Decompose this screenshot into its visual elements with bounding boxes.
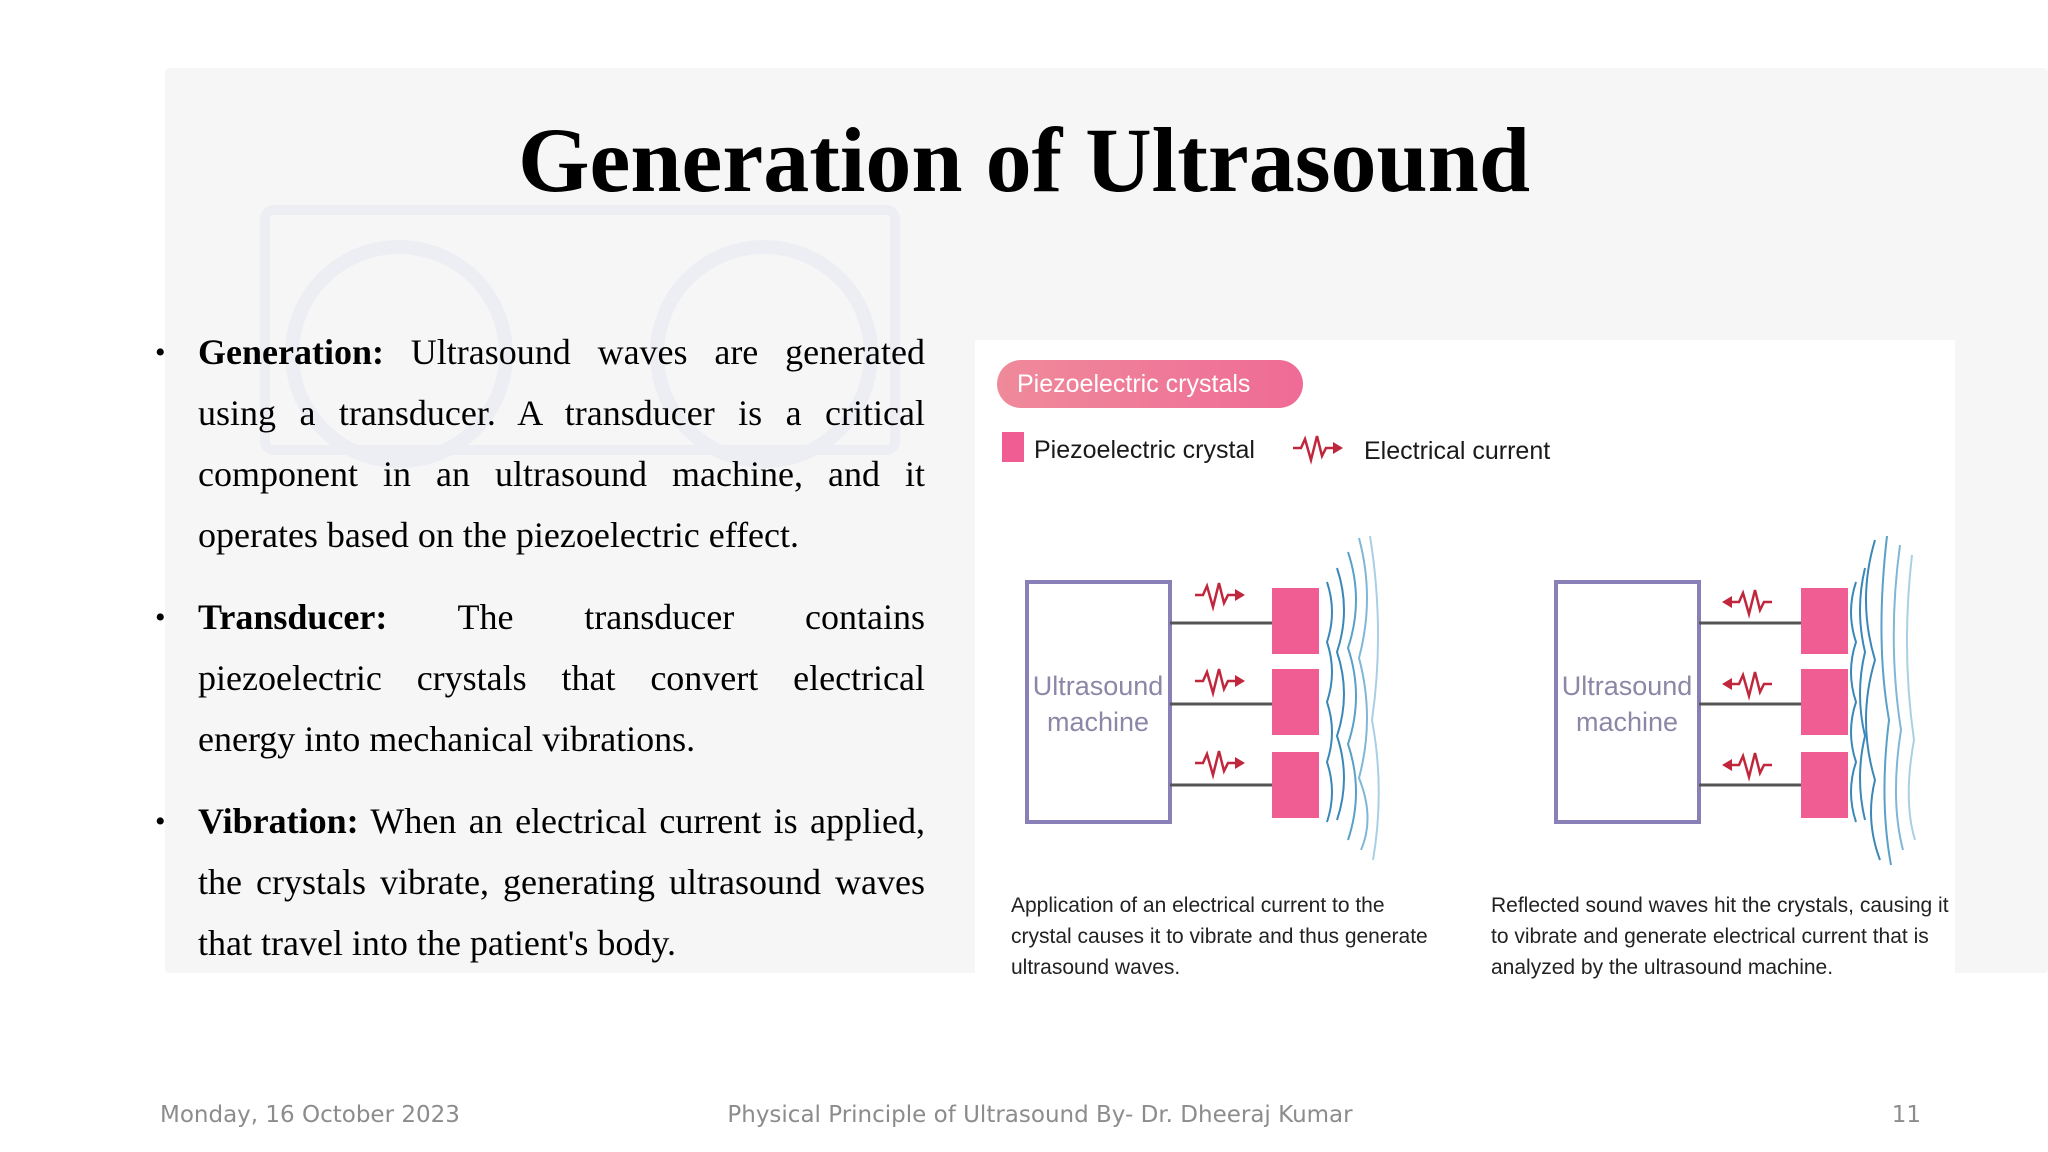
crystal (1801, 588, 1848, 654)
slide-number: 11 (1891, 1102, 1921, 1128)
crystal (1272, 669, 1319, 735)
crystal (1272, 752, 1319, 818)
caption-right-line: Reflected sound waves hit the crystals, … (1491, 894, 1949, 917)
ultrasound-machine-box (1554, 580, 1701, 824)
bullet-term: Transducer: (198, 597, 388, 637)
background-ghost-sensor (260, 205, 900, 455)
machine-label-line1: Ultrasound (1033, 671, 1164, 701)
current-arrow-icon (1720, 588, 1774, 616)
current-arrow-icon (1193, 581, 1247, 609)
legend-current-label: Electrical current (1364, 437, 1550, 465)
ultrasound-machine-box (1025, 580, 1172, 824)
bullet-generation: • Generation: Ultrasound waves are gener… (150, 322, 925, 566)
diagram-right: Ultrasound machine (1554, 535, 1916, 866)
legend-current-icon (1291, 434, 1345, 462)
crystal (1272, 588, 1319, 654)
caption-right-line: to vibrate and generate electrical curre… (1491, 925, 1929, 948)
legend-crystal-label: Piezoelectric crystal (1034, 436, 1255, 464)
current-arrow-icon (1193, 749, 1247, 777)
bullet-term: Vibration: (198, 801, 359, 841)
reflected-waves (1850, 535, 1916, 866)
bullet-transducer: • Transducer: The transducer contains pi… (150, 587, 925, 770)
slide-title: Generation of Ultrasound (518, 109, 1530, 211)
footer-date: Monday, 16 October 2023 (160, 1102, 460, 1128)
caption-right-line: analyzed by the ultrasound machine. (1491, 956, 1833, 979)
crystal (1801, 669, 1848, 735)
caption-left-line: ultrasound waves. (1011, 956, 1180, 979)
bullet-dot: • (155, 601, 166, 634)
figure-svg: Piezoelectric crystals Piezoelectric cry… (997, 360, 1949, 979)
legend-crystal-swatch-icon (1002, 432, 1024, 462)
bullet-dot: • (155, 336, 166, 369)
bullet-dot: • (155, 805, 166, 838)
current-arrow-icon (1720, 751, 1774, 779)
machine-label-line2: machine (1047, 707, 1149, 737)
bullet-text: Ultrasound waves are generated using a t… (198, 332, 925, 555)
caption-right: Reflected sound waves hit the crystals, … (1491, 894, 1949, 979)
current-arrow-icon (1193, 667, 1247, 695)
figure-header-pill (997, 360, 1303, 408)
caption-left: Application of an electrical current to … (1011, 894, 1428, 979)
piezoelectric-figure: Piezoelectric crystals Piezoelectric cry… (975, 340, 1955, 990)
bullet-vibration: • Vibration: When an electrical current … (150, 791, 925, 974)
bullet-text: The transducer contains piezoelectric cr… (198, 597, 925, 759)
machine-label-line1: Ultrasound (1562, 671, 1693, 701)
machine-label-line2: machine (1576, 707, 1678, 737)
crystal (1801, 752, 1848, 818)
diagram-left: Ultrasound machine (1025, 535, 1380, 861)
caption-left-line: Application of an electrical current to … (1011, 894, 1385, 917)
bullet-term: Generation: (198, 332, 384, 372)
bullet-list: • Generation: Ultrasound waves are gener… (150, 322, 925, 995)
figure-header-label: Piezoelectric crystals (1017, 370, 1250, 398)
ultrasound-waves (1325, 535, 1380, 861)
current-arrow-icon (1720, 670, 1774, 698)
caption-left-line: crystal causes it to vibrate and thus ge… (1011, 925, 1428, 948)
bullet-text: When an electrical current is applied, t… (198, 801, 925, 963)
footer-title: Physical Principle of Ultrasound By- Dr.… (727, 1102, 1353, 1128)
